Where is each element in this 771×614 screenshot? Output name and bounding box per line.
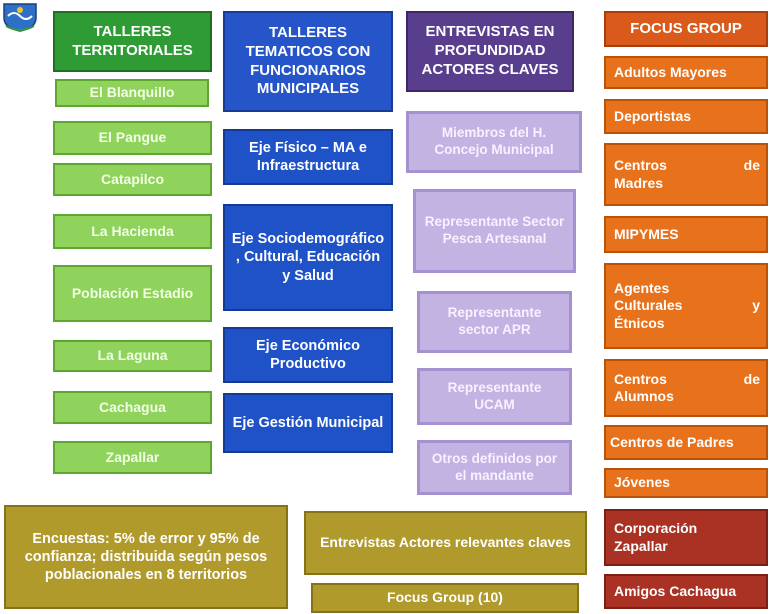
- focus-item-text: Étnicos: [614, 314, 665, 331]
- focus-group-count-box: Focus Group (10): [311, 583, 579, 613]
- focus-item-text: Agentes: [614, 279, 670, 296]
- focus-item: Agentes Culturales y Étnicos: [604, 263, 768, 349]
- focus-item: Jóvenes: [604, 468, 768, 498]
- focus-item-text: Centros: [614, 157, 667, 173]
- territorio-item: El Blanquillo: [55, 79, 209, 107]
- talleres-territoriales-header: TALLERES TERRITORIALES: [53, 11, 212, 72]
- focus-item-text: y: [752, 297, 760, 314]
- focus-item: Centros de Madres: [604, 143, 768, 206]
- focus-item-text: Centros: [614, 370, 667, 387]
- actor-item: Representante sector APR: [417, 291, 572, 353]
- focus-item: Deportistas: [604, 99, 768, 134]
- actor-item: Representante UCAM: [417, 368, 572, 425]
- focus-group-header: FOCUS GROUP: [604, 11, 768, 47]
- focus-item: MIPYMES: [604, 216, 768, 253]
- focus-item: Centros de Padres: [604, 425, 768, 460]
- focus-item-text: Corporación: [614, 520, 698, 536]
- eje-item: Eje Físico – MA e Infraestructura: [223, 129, 393, 185]
- municipal-seal-icon: [0, 0, 40, 32]
- territorio-item: Zapallar: [53, 441, 212, 474]
- focus-item-text: Culturales: [614, 297, 683, 314]
- territorio-item: Cachagua: [53, 391, 212, 424]
- encuestas-box: Encuestas: 5% de error y 95% de confianz…: [4, 505, 288, 609]
- focus-item-text: de: [743, 370, 760, 387]
- territorio-item: La Laguna: [53, 340, 212, 372]
- actor-item: Otros definidos por el mandante: [417, 440, 572, 495]
- territorio-item: La Hacienda: [53, 214, 212, 249]
- eje-item: Eje Gestión Municipal: [223, 393, 393, 453]
- entrevistas-actores-box: Entrevistas Actores relevantes claves: [304, 511, 587, 575]
- actor-item: Representante Sector Pesca Artesanal: [413, 189, 576, 273]
- focus-item-text: de: [743, 157, 760, 173]
- eje-item: Eje Económico Productivo: [223, 327, 393, 383]
- entrevistas-header: ENTREVISTAS EN PROFUNDIDAD ACTORES CLAVE…: [406, 11, 574, 92]
- focus-item: Centros de Alumnos: [604, 359, 768, 417]
- focus-item-text: Madres: [614, 174, 664, 191]
- focus-item: Amigos Cachagua: [604, 574, 768, 609]
- actor-item: Miembros del H. Concejo Municipal: [406, 111, 582, 173]
- talleres-tematicos-header: TALLERES TEMATICOS CON FUNCIONARIOS MUNI…: [223, 11, 393, 112]
- eje-item: Eje Sociodemográfico , Cultural, Educaci…: [223, 204, 393, 311]
- focus-item: Corporación Zapallar: [604, 509, 768, 566]
- territorio-item: Población Estadio: [53, 265, 212, 322]
- territorio-item: Catapilco: [53, 163, 212, 196]
- focus-item-text: Alumnos: [614, 388, 674, 404]
- focus-item-text: Zapallar: [614, 537, 668, 554]
- territorio-item: El Pangue: [53, 121, 212, 155]
- focus-item: Adultos Mayores: [604, 56, 768, 89]
